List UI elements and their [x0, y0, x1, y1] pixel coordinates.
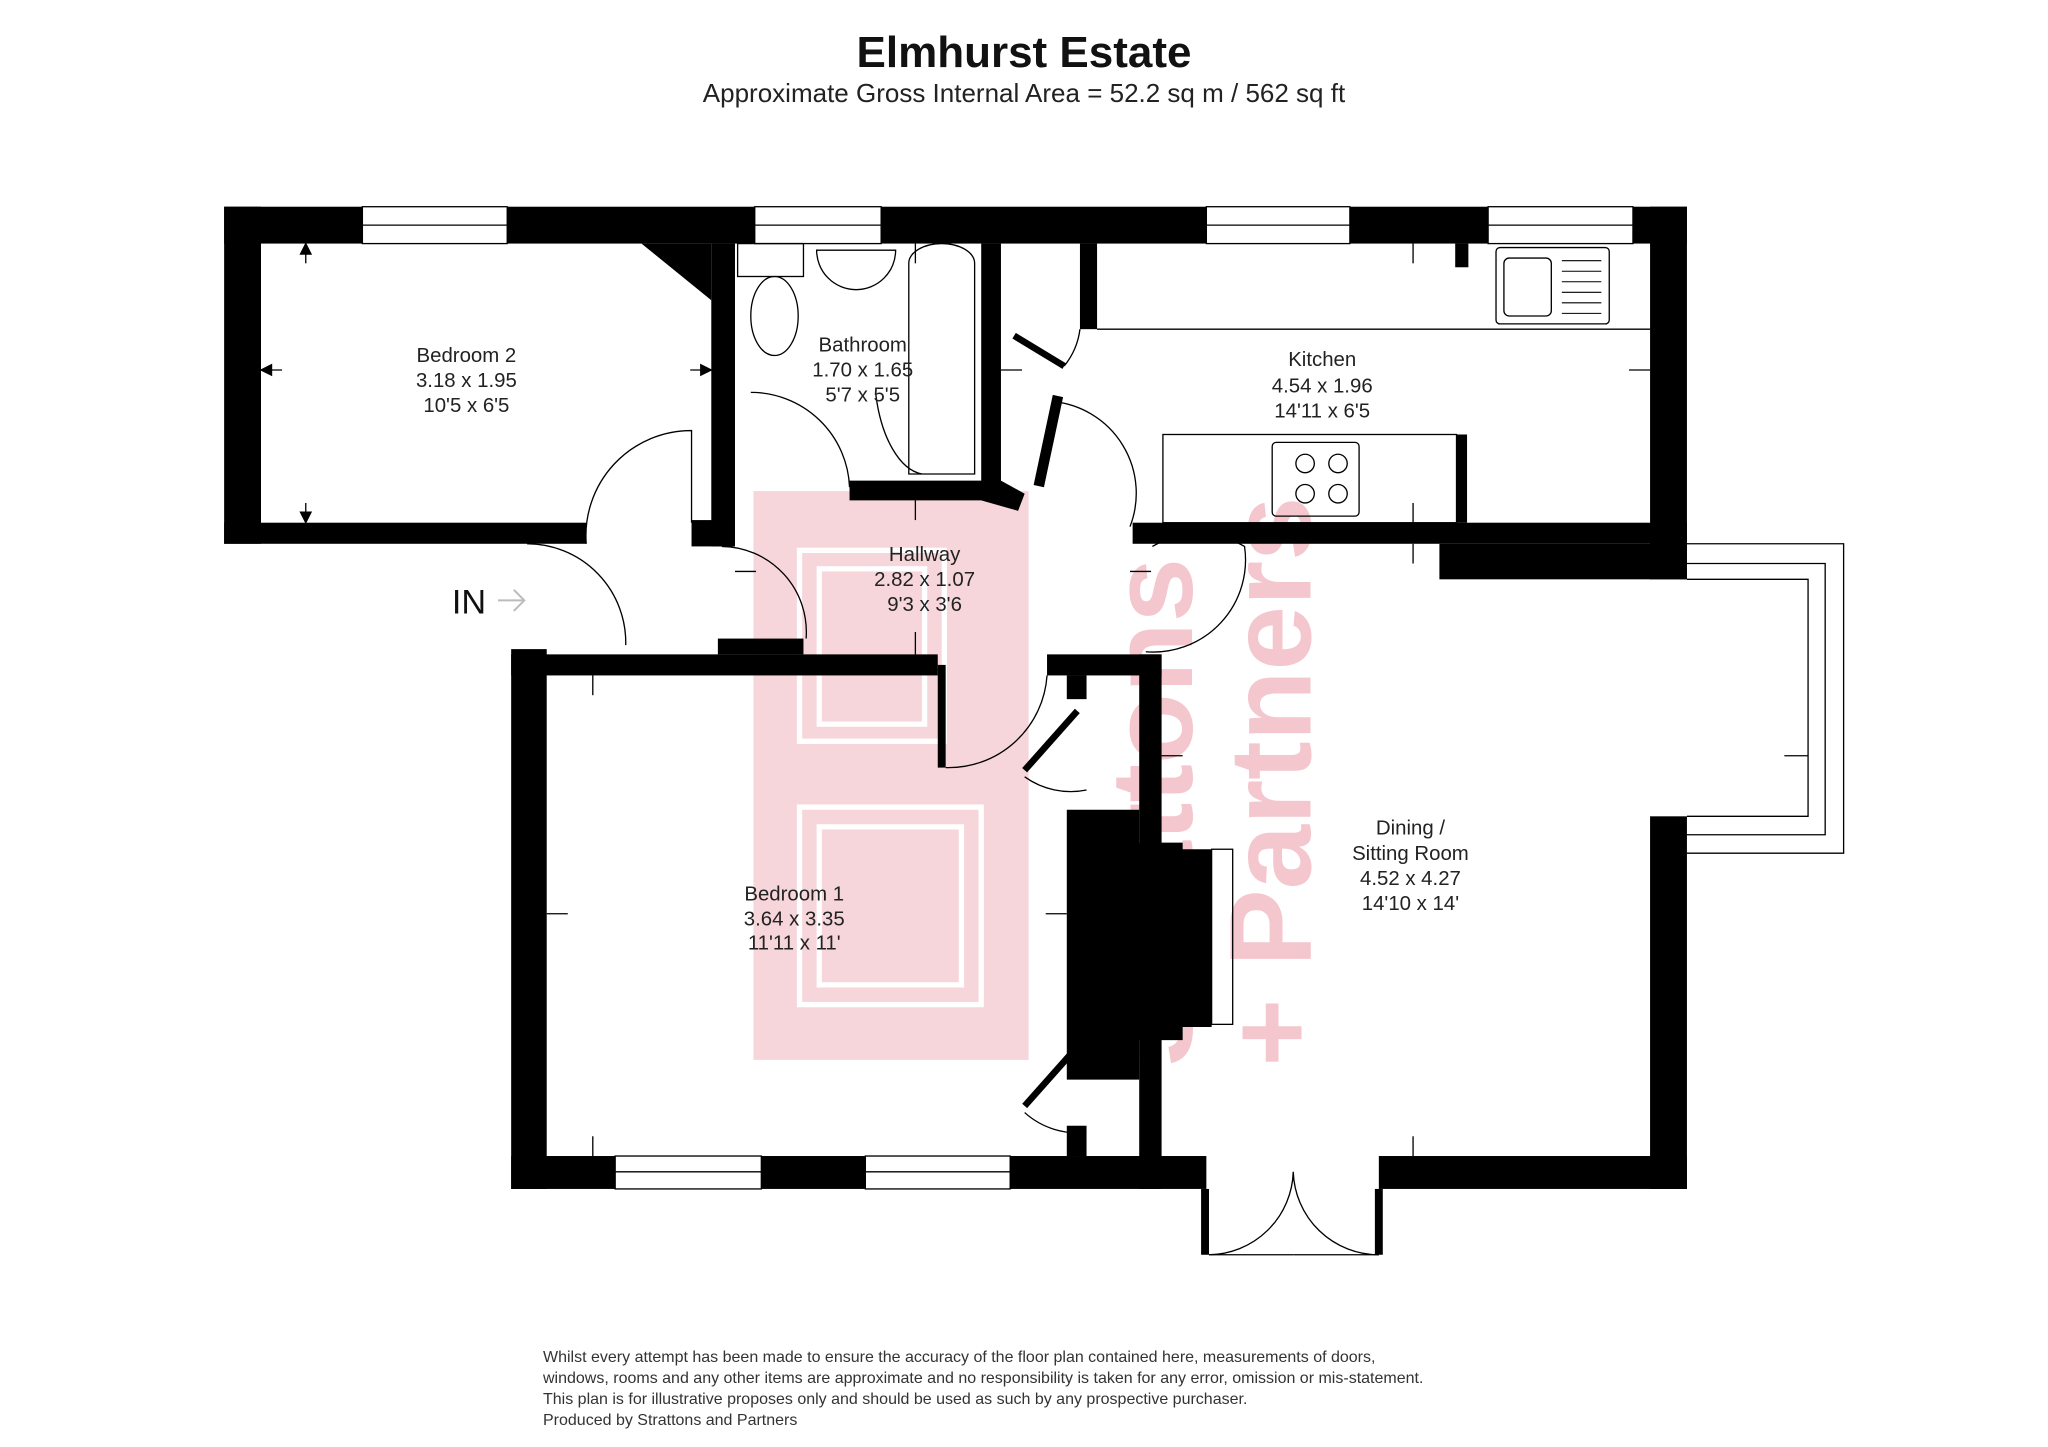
dimension-arrows: [259, 242, 1809, 1157]
plan-area-subtitle: Approximate Gross Internal Area = 52.2 s…: [702, 78, 1346, 108]
svg-text:Bedroom 1: Bedroom 1: [744, 884, 844, 906]
room-label-kitchen: Kitchen 4.54 x 1.96 14'11 x 6'5: [1272, 349, 1373, 422]
entrance-label: IN: [452, 584, 486, 622]
svg-text:11'11 x 11': 11'11 x 11': [748, 932, 841, 954]
disclaimer-line: This plan is for illustrative proposes o…: [543, 1391, 1248, 1408]
svg-text:Sitting Room: Sitting Room: [1352, 843, 1469, 865]
svg-text:3.18 x 1.95: 3.18 x 1.95: [416, 370, 517, 392]
svg-text:Dining /: Dining /: [1376, 818, 1445, 840]
disclaimer-line: windows, rooms and any other items are a…: [543, 1370, 1424, 1387]
svg-text:14'11 x 6'5: 14'11 x 6'5: [1274, 400, 1370, 422]
watermark-logo: Strattons + Partners: [753, 491, 1335, 1066]
door-leaves: [1012, 332, 1080, 1109]
svg-text:3.64 x 3.35: 3.64 x 3.35: [744, 909, 845, 931]
toilet-icon: [750, 275, 799, 357]
room-label-bathroom: Bathroom 1.70 x 1.65 5'7 x 5'5: [812, 335, 913, 407]
sink-icon: [1495, 246, 1610, 325]
room-label-bedroom-2: Bedroom 2 3.18 x 1.95 10'5 x 6'5: [416, 345, 517, 417]
svg-text:Kitchen: Kitchen: [1288, 349, 1356, 371]
svg-text:1.70 x 1.65: 1.70 x 1.65: [812, 360, 913, 382]
bath-icon: [908, 242, 976, 475]
svg-text:5'7 x 5'5: 5'7 x 5'5: [825, 385, 900, 407]
windows: [361, 206, 1845, 1190]
plan-title: Elmhurst Estate: [856, 28, 1192, 77]
svg-text:Hallway: Hallway: [889, 544, 961, 566]
room-label-hallway: Hallway 2.82 x 1.07 9'3 x 3'6: [874, 544, 975, 616]
svg-text:9'3 x 3'6: 9'3 x 3'6: [887, 594, 962, 616]
svg-text:Bedroom 2: Bedroom 2: [417, 345, 517, 367]
svg-text:+ Partners: + Partners: [1205, 497, 1335, 1067]
disclaimer: Whilst every attempt has been made to en…: [543, 1347, 1423, 1431]
entrance-arrow-icon: [497, 589, 526, 612]
fixtures: [736, 242, 1651, 1026]
svg-text:Bathroom: Bathroom: [819, 335, 907, 357]
door-swings: [526, 329, 1379, 1256]
disclaimer-line: Produced by Strattons and Partners: [543, 1412, 798, 1429]
room-label-bedroom-1: Bedroom 1 3.64 x 3.35 11'11 x 11': [744, 884, 845, 955]
basin-icon: [815, 249, 897, 291]
svg-text:2.82 x 1.07: 2.82 x 1.07: [874, 569, 975, 591]
disclaimer-line: Whilst every attempt has been made to en…: [543, 1349, 1376, 1366]
svg-text:10'5 x 6'5: 10'5 x 6'5: [423, 395, 509, 417]
svg-text:4.54 x 1.96: 4.54 x 1.96: [1272, 375, 1373, 397]
svg-text:14'10 x 14': 14'10 x 14': [1362, 893, 1459, 915]
room-label-dining-sitting-room: Dining / Sitting Room 4.52 x 4.27 14'10 …: [1352, 818, 1469, 915]
hob-icon: [1271, 441, 1360, 517]
svg-text:4.52 x 4.27: 4.52 x 4.27: [1360, 868, 1461, 890]
